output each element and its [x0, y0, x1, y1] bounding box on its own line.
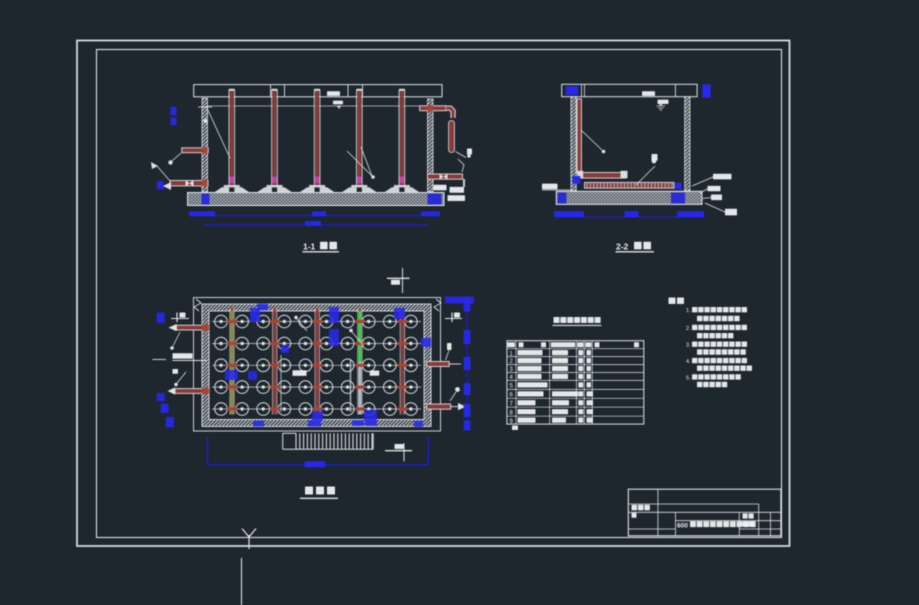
svg-text:600: 600 — [677, 522, 688, 529]
svg-text:9: 9 — [510, 419, 514, 425]
svg-text:3: 3 — [510, 367, 514, 373]
svg-text:6: 6 — [510, 392, 514, 398]
svg-text:4.: 4. — [686, 359, 691, 365]
svg-text:2.: 2. — [686, 326, 691, 332]
svg-text:4: 4 — [510, 375, 514, 381]
svg-text:2-2: 2-2 — [616, 242, 629, 252]
svg-text:5: 5 — [510, 384, 514, 390]
svg-text:8: 8 — [510, 410, 514, 416]
svg-text:5.: 5. — [686, 375, 691, 381]
svg-text:2: 2 — [510, 359, 514, 365]
svg-text:1-1: 1-1 — [303, 242, 316, 252]
svg-text:1.: 1. — [686, 308, 691, 314]
svg-text:3.: 3. — [686, 343, 691, 349]
svg-text:1: 1 — [510, 351, 514, 357]
svg-text:7: 7 — [510, 401, 514, 407]
